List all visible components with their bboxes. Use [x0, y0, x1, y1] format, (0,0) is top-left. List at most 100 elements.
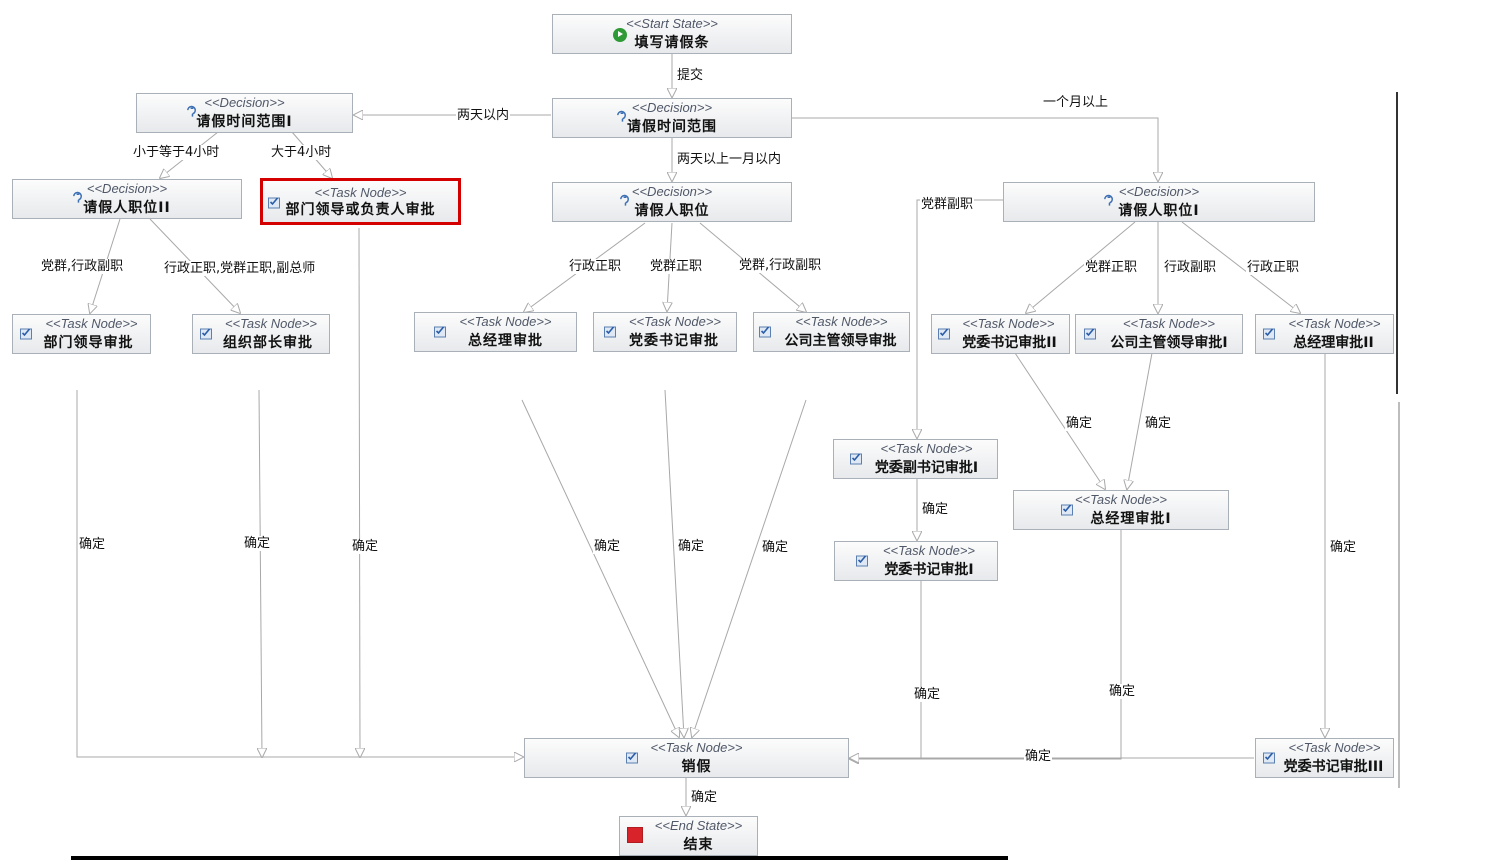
- edge-label-confirm: 确定: [243, 536, 272, 551]
- node-name: 组织部长审批: [223, 335, 313, 351]
- edge-label-party-chief: 党群正职: [649, 259, 704, 274]
- task-party-secretary-2[interactable]: <<Task Node>> 党委书记审批II: [931, 314, 1070, 354]
- task-dept-leader-approve[interactable]: <<Task Node>> 部门领导审批: [12, 314, 151, 354]
- edge-label-gt-4h: 大于4小时: [270, 145, 333, 160]
- node-name: 部门领导或负责人审批: [285, 202, 436, 218]
- node-name: 总经理审批I: [1090, 511, 1172, 527]
- decision-position[interactable]: <<Decision>> 请假人职位: [552, 182, 792, 222]
- edge-gm-2: [1181, 221, 1300, 313]
- stereotype: <<Decision>>: [631, 100, 713, 115]
- canvas-right-edge: [1398, 402, 1400, 788]
- stereotype: <<Task Node>>: [795, 314, 888, 329]
- task-company-supervisor-1[interactable]: <<Task Node>> 公司主管领导审批I: [1075, 314, 1243, 354]
- edge-label-confirm: 确定: [761, 540, 790, 555]
- task-general-manager-1[interactable]: <<Task Node>> 总经理审批I: [1013, 490, 1229, 530]
- canvas-bottom-edge: [71, 856, 1008, 860]
- node-name: 公司主管领导审批: [784, 333, 897, 349]
- task-icon: [604, 326, 616, 338]
- stereotype: <<Task Node>>: [650, 740, 743, 755]
- edge-label-party-admin-deputy-b: 党群,行政副职: [738, 258, 823, 273]
- end-state[interactable]: <<End State>> 结束: [619, 816, 758, 856]
- decision-leave-range[interactable]: <<Decision>> 请假时间范围: [552, 98, 792, 138]
- stereotype: <<Task Node>>: [1288, 316, 1381, 331]
- node-name: 总经理审批: [468, 333, 543, 349]
- node-name: 部门领导审批: [43, 335, 134, 351]
- edge-label-confirm: 确定: [78, 537, 107, 552]
- task-icon: [856, 555, 868, 567]
- stereotype: <<Task Node>>: [45, 316, 138, 331]
- edge-label-confirm: 确定: [1144, 416, 1173, 431]
- edge-label-le-4h: 小于等于4小时: [132, 145, 221, 160]
- canvas-right-edge: [1396, 92, 1398, 394]
- decision-leave-range-1[interactable]: <<Decision>> 请假时间范围I: [136, 93, 353, 133]
- task-icon: [434, 326, 446, 338]
- stereotype: <<Task Node>>: [1288, 740, 1381, 755]
- edge-party-secretary-2: [1026, 221, 1136, 313]
- node-name: 公司主管领导审批I: [1110, 335, 1228, 351]
- stereotype: <<Decision>>: [1118, 184, 1200, 199]
- edge-label-party-chief-b: 党群正职: [1084, 260, 1139, 275]
- edge-to-cancel-left: [76, 390, 523, 757]
- task-org-minister[interactable]: <<Task Node>> 组织部长审批: [192, 314, 330, 354]
- task-party-secretary-3[interactable]: <<Task Node>> 党委书记审批III: [1255, 738, 1394, 778]
- stereotype: <<Decision>>: [204, 95, 285, 110]
- task-icon: [200, 328, 212, 340]
- edge-cs1-to-gm1: [1127, 352, 1153, 489]
- stereotype: <<Decision>>: [86, 181, 168, 196]
- stereotype: <<Task Node>>: [314, 185, 407, 200]
- edge-label-submit: 提交: [676, 68, 705, 83]
- edge-gm-to-cancel: [521, 399, 679, 737]
- node-name: 结束: [683, 837, 714, 853]
- edge-label-confirm: 确定: [1024, 749, 1053, 764]
- task-icon: [1061, 504, 1073, 516]
- node-name: 党委书记审批: [629, 333, 719, 349]
- decision-icon: [73, 191, 82, 203]
- node-name: 党委书记审批III: [1283, 759, 1384, 775]
- stereotype: <<Task Node>>: [459, 314, 552, 329]
- edge-label-confirm: 确定: [351, 539, 380, 554]
- edge-label-admin-party-chief-vp: 行政正职,党群正职,副总师: [163, 261, 317, 276]
- task-icon: [626, 752, 638, 764]
- edge-party-deputy: [917, 199, 1003, 438]
- start-icon: [613, 28, 627, 42]
- stereotype: <<Task Node>>: [882, 543, 976, 558]
- task-icon: [268, 197, 280, 209]
- edge-label-confirm: 确定: [1065, 416, 1094, 431]
- decision-position-1[interactable]: <<Decision>> 请假人职位I: [1003, 182, 1315, 222]
- edge-label-confirm: 确定: [677, 539, 706, 554]
- task-party-deputy-secretary-1[interactable]: <<Task Node>> 党委副书记审批I: [833, 439, 998, 479]
- stereotype: <<Task Node>>: [224, 316, 318, 331]
- task-icon: [1263, 752, 1275, 764]
- edge-label-party-deputy: 党群副职: [920, 197, 975, 212]
- node-name: 请假时间范围: [627, 119, 717, 135]
- edge-label-confirm: 确定: [921, 502, 950, 517]
- edge-dept-leader-to-cancel: [359, 227, 360, 757]
- stereotype: <<Decision>>: [631, 184, 713, 199]
- node-name: 党委副书记审批I: [874, 460, 979, 476]
- edge-label-two-days-to-month: 两天以上一月以内: [676, 152, 783, 167]
- start-state[interactable]: <<Start State>> 填写请假条: [552, 14, 792, 54]
- edge-over-one-month: [792, 117, 1158, 181]
- stereotype: <<Task Node>>: [1122, 316, 1216, 331]
- task-general-manager[interactable]: <<Task Node>> 总经理审批: [414, 312, 577, 352]
- edge-label-over-one-month: 一个月以上: [1042, 95, 1110, 110]
- edge-label-within-two-days: 两天以内: [456, 108, 511, 123]
- task-cancel-leave[interactable]: <<Task Node>> 销假: [524, 738, 849, 778]
- task-icon: [20, 328, 32, 340]
- edge-org-to-cancel: [259, 389, 262, 757]
- edge-ps-to-cancel: [664, 389, 684, 737]
- edge-label-confirm: 确定: [1108, 684, 1137, 699]
- task-party-secretary-1[interactable]: <<Task Node>> 党委书记审批I: [834, 541, 998, 581]
- node-name: 党委书记审批II: [962, 335, 1057, 351]
- task-icon: [850, 453, 862, 465]
- task-dept-leader-or-head[interactable]: <<Task Node>> 部门领导或负责人审批: [260, 178, 461, 225]
- task-general-manager-2[interactable]: <<Task Node>> 总经理审批II: [1255, 314, 1394, 354]
- task-icon: [938, 328, 950, 340]
- decision-position-2[interactable]: <<Decision>> 请假人职位II: [12, 179, 242, 219]
- task-company-supervisor[interactable]: <<Task Node>> 公司主管领导审批: [753, 312, 910, 352]
- task-party-secretary[interactable]: <<Task Node>> 党委书记审批: [593, 312, 737, 352]
- edge-ps1-to-cancel: [850, 580, 922, 759]
- stereotype: <<Task Node>>: [880, 441, 973, 456]
- stereotype: <<End State>>: [654, 818, 743, 833]
